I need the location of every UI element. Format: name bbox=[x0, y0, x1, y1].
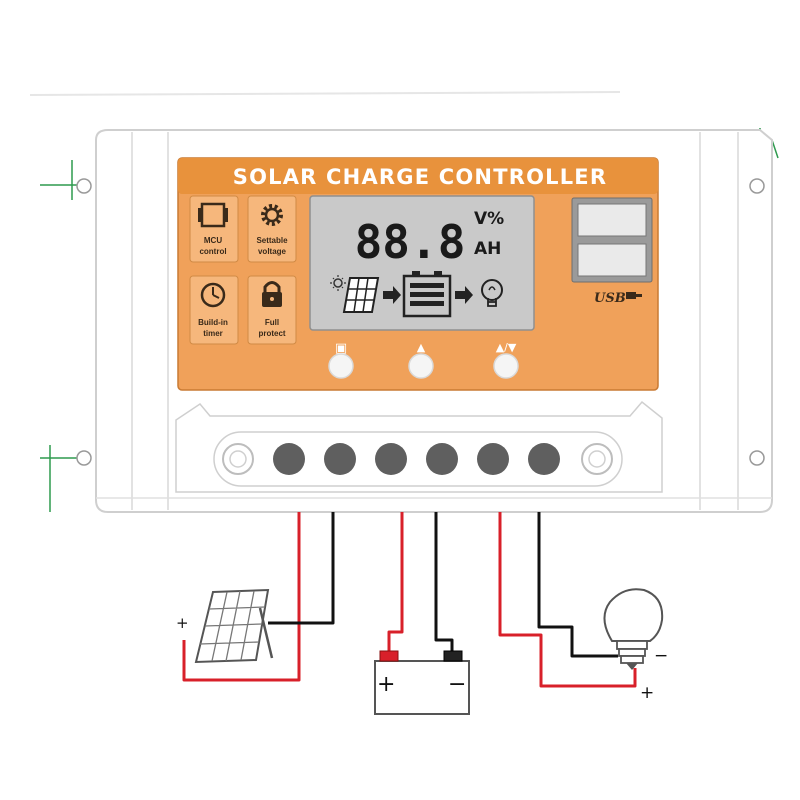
terminal-end-screw-right bbox=[581, 443, 613, 475]
feature-full-protect: Full protect bbox=[247, 275, 297, 345]
wire-battery-positive bbox=[387, 512, 404, 652]
usb-ports: USB bbox=[571, 197, 653, 306]
lcd-unit-top: V% bbox=[474, 209, 504, 229]
terminal-battery-negative[interactable] bbox=[426, 443, 458, 475]
usb-port-1[interactable] bbox=[577, 203, 647, 237]
down-set-button-group: ▲/▼ bbox=[493, 341, 519, 379]
terminal-solar-positive[interactable] bbox=[273, 443, 305, 475]
feature-label-line1: Settable bbox=[256, 236, 288, 245]
lcd-digits: 88.8 bbox=[355, 215, 466, 269]
menu-button-group: ▣ bbox=[328, 341, 354, 379]
feature-label-line1: Full bbox=[265, 318, 279, 327]
load-negative-label: − bbox=[654, 646, 668, 666]
mounting-hole-top-right bbox=[749, 178, 765, 194]
wire-load-negative bbox=[537, 512, 618, 658]
feature-label-line2: protect bbox=[258, 329, 285, 338]
usb-plug-icon bbox=[626, 292, 642, 299]
wire-load-positive bbox=[498, 512, 637, 688]
terminal-end-screw-left bbox=[222, 443, 254, 475]
terminal-solar-negative[interactable] bbox=[324, 443, 356, 475]
up-button-group: ▲ bbox=[408, 341, 434, 379]
battery-positive-post bbox=[379, 650, 399, 662]
solar-panel-icon bbox=[194, 588, 274, 664]
usb-port-2[interactable] bbox=[577, 243, 647, 277]
gear-icon bbox=[261, 204, 283, 226]
solar-positive-label: + bbox=[176, 614, 189, 632]
up-icon: ▲ bbox=[417, 341, 426, 354]
solar-panel-lcd-icon bbox=[342, 277, 380, 313]
title-band bbox=[178, 158, 658, 194]
mcu-chip-icon bbox=[198, 202, 228, 228]
feature-mcu: MCU control bbox=[189, 195, 239, 263]
mounting-hole-top-left bbox=[76, 178, 92, 194]
feature-label-line2: timer bbox=[203, 329, 223, 338]
lcd-display: 88.8 V% AH bbox=[309, 195, 535, 331]
panel-title: SOLAR CHARGE CONTROLLER bbox=[233, 165, 607, 189]
battery-positive-label: + bbox=[377, 672, 395, 697]
wire-solar-positive bbox=[182, 512, 301, 682]
battery-icon bbox=[374, 650, 470, 715]
menu-button[interactable] bbox=[328, 353, 354, 379]
terminal-block bbox=[175, 400, 663, 493]
terminal-load-negative[interactable] bbox=[528, 443, 560, 475]
down-set-icon: ▲/▼ bbox=[496, 341, 517, 354]
terminal-battery-positive[interactable] bbox=[375, 443, 407, 475]
bulb-lcd-icon bbox=[481, 279, 503, 307]
down-set-button[interactable] bbox=[493, 353, 519, 379]
usb-label: USB bbox=[594, 291, 626, 306]
feature-label-line1: Build-in bbox=[198, 318, 228, 327]
feature-timer: Build-in timer bbox=[189, 275, 239, 345]
arrow-right-icon bbox=[383, 286, 401, 304]
feature-label-line1: MCU bbox=[204, 236, 222, 245]
feature-label-line2: voltage bbox=[258, 247, 287, 256]
mounting-hole-bottom-left bbox=[76, 450, 92, 466]
mounting-hole-bottom-right bbox=[749, 450, 765, 466]
sun-icon bbox=[330, 275, 346, 291]
top-guide-line bbox=[29, 91, 621, 96]
clock-icon bbox=[200, 282, 226, 308]
lcd-unit-bottom: AH bbox=[474, 239, 501, 259]
feature-settable-voltage: Settable voltage bbox=[247, 195, 297, 263]
load-positive-label: + bbox=[640, 683, 654, 703]
wiring bbox=[182, 512, 637, 688]
wire-solar-negative bbox=[268, 512, 335, 625]
battery-negative-post bbox=[443, 650, 463, 662]
terminal-load-positive[interactable] bbox=[477, 443, 509, 475]
feature-label-line2: control bbox=[199, 247, 226, 256]
menu-icon: ▣ bbox=[335, 341, 347, 356]
up-button[interactable] bbox=[408, 353, 434, 379]
wire-battery-negative bbox=[434, 512, 454, 652]
light-bulb-icon bbox=[603, 588, 664, 670]
padlock-icon bbox=[262, 281, 282, 307]
arrow-right-icon bbox=[455, 286, 473, 304]
battery-negative-label: − bbox=[448, 672, 466, 697]
battery-lcd-icon bbox=[402, 271, 452, 318]
